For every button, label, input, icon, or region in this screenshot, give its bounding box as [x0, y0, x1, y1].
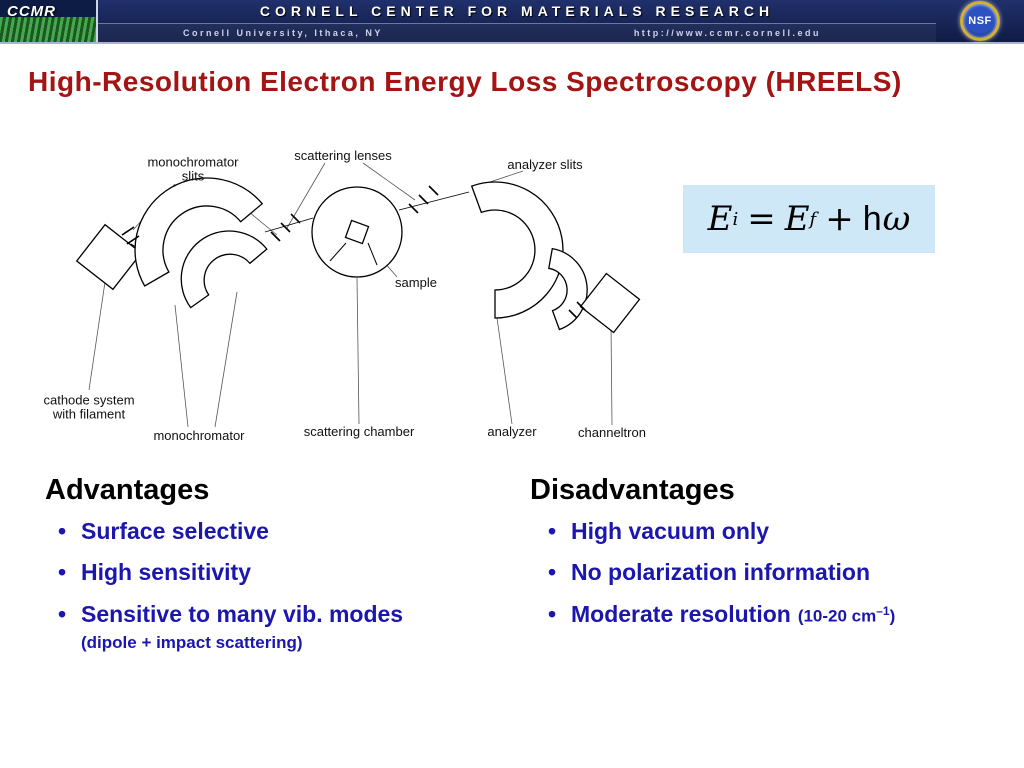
advantage-note: (dipole + impact scattering) — [81, 632, 303, 652]
advantages-list: • Surface selective • High sensitivity •… — [45, 518, 505, 653]
equation-Ef: E — [784, 199, 810, 239]
bullet-icon: • — [548, 559, 557, 586]
disadvantage-text: High vacuum only — [571, 518, 770, 544]
equation-omega: ω — [882, 199, 911, 239]
disadvantage-text: Moderate resolution — [571, 600, 791, 627]
label-analyzer: analyzer — [487, 423, 537, 439]
label-scattering-lenses: scattering lenses — [294, 147, 392, 163]
bullet-icon: • — [58, 518, 67, 544]
equation-Ei: E — [707, 199, 733, 239]
header-title: CORNELL CENTER FOR MATERIALS RESEARCH — [98, 0, 936, 24]
label-monochromator-slits-line1: monochromator — [147, 154, 239, 170]
list-item: • High vacuum only — [548, 518, 1010, 544]
advantages-section: Advantages • Surface selective • High se… — [45, 474, 505, 663]
label-monochromator-slits: monochromator slits — [147, 154, 239, 185]
label-monochromator-slits-line2: slits — [181, 169, 205, 184]
ccmr-logo-art — [0, 16, 96, 42]
list-item: • Moderate resolution (10-20 cm–1) — [548, 600, 1010, 627]
list-item: • Sensitive to many vib. modes — [58, 600, 505, 627]
equation-sub-i: i — [732, 208, 739, 230]
hreels-schematic — [75, 162, 641, 428]
nsf-logo-text: NSF — [968, 15, 992, 27]
disadvantage-note: (10-20 cm–1) — [797, 603, 896, 626]
nsf-logo: NSF — [960, 1, 1000, 41]
advantage-text: Sensitive to many vib. modes — [81, 600, 404, 627]
equation-planck: h — [862, 199, 882, 238]
bullet-icon: • — [548, 518, 557, 544]
ccmr-logo: CCMR — [0, 0, 98, 42]
header-url: http://www.ccmr.cornell.edu — [633, 27, 821, 38]
advantage-text: Surface selective — [81, 518, 269, 544]
hreels-diagram: monochromator slits scattering lenses an… — [25, 140, 685, 460]
label-scattering-chamber: scattering chamber — [303, 423, 415, 439]
equation-sub-f: f — [809, 208, 817, 230]
equation-plus: + — [825, 199, 854, 239]
disadvantages-heading: Disadvantages — [530, 474, 735, 506]
bullet-icon: • — [58, 600, 67, 627]
advantage-text: High sensitivity — [81, 559, 251, 586]
note-end: ) — [889, 606, 896, 626]
disadvantages-section: Disadvantages • High vacuum only • No po… — [530, 474, 1010, 643]
bullet-icon: • — [548, 600, 557, 627]
list-item: • Surface selective — [58, 518, 505, 544]
list-item: • No polarization information — [548, 559, 1010, 586]
label-analyzer-slits: analyzer slits — [507, 156, 583, 172]
ccmr-header-banner: CCMR CORNELL CENTER FOR MATERIALS RESEAR… — [0, 0, 1024, 44]
advantages-heading: Advantages — [45, 474, 210, 506]
label-monochromator: monochromator — [153, 427, 245, 443]
bullet-icon: • — [58, 559, 67, 586]
note-superscript: –1 — [876, 603, 890, 618]
list-item: • High sensitivity — [58, 559, 505, 586]
header-subtitle-row: Cornell University, Ithaca, NY http://ww… — [98, 23, 936, 42]
label-channeltron: channeltron — [578, 424, 646, 440]
page-title: High-Resolution Electron Energy Loss Spe… — [28, 66, 902, 97]
equation-equals: = — [747, 199, 776, 239]
disadvantages-list: • High vacuum only • No polarization inf… — [530, 518, 1010, 627]
label-cathode-line2: with filament — [52, 407, 126, 422]
ccmr-logo-text: CCMR — [7, 3, 56, 20]
label-sample: sample — [395, 274, 437, 290]
nsf-logo-area: NSF — [936, 0, 1024, 42]
header-subtitle-left: Cornell University, Ithaca, NY — [183, 27, 383, 38]
label-cathode-system: cathode system with filament — [43, 392, 135, 423]
header-text-area: CORNELL CENTER FOR MATERIALS RESEARCH Co… — [98, 0, 936, 42]
label-cathode-line1: cathode system — [43, 392, 135, 408]
note-base: (10-20 cm — [797, 606, 877, 626]
disadvantage-text: No polarization information — [571, 559, 870, 586]
